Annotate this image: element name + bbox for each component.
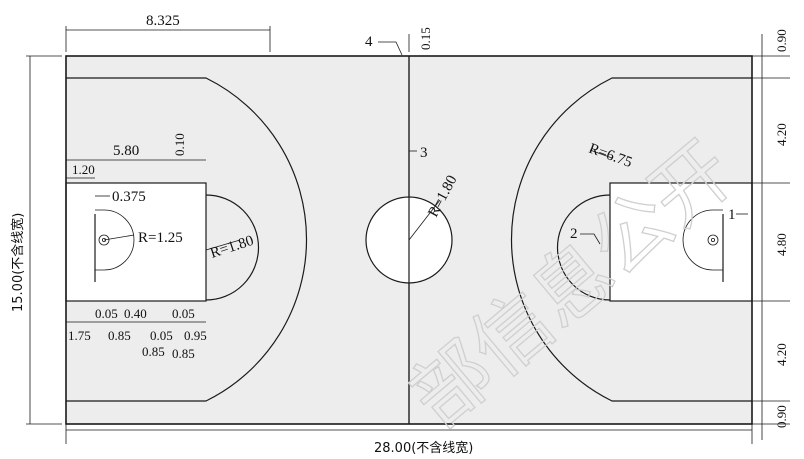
right-three-point-line bbox=[510, 77, 752, 402]
left-r125-leader bbox=[103, 234, 135, 241]
left-key bbox=[65, 182, 207, 302]
dim-right-420-bot: 4.20 bbox=[774, 343, 789, 366]
callout-4: 4 bbox=[365, 34, 373, 50]
dim-right-090-top: 0.90 bbox=[774, 29, 789, 52]
dim-b-005-b: 0.05 bbox=[172, 306, 195, 321]
dim-length-label: 28.00(不含线宽) bbox=[374, 440, 473, 456]
callout-1: 1 bbox=[728, 207, 736, 223]
right-hoop bbox=[707, 234, 719, 246]
left-three-point-line bbox=[66, 77, 308, 402]
dim-b-175: 1.75 bbox=[68, 328, 91, 343]
left-hoop bbox=[98, 234, 110, 246]
right-key bbox=[609, 182, 753, 302]
dim-b-005-c: 0.05 bbox=[150, 328, 173, 343]
left-r180-leader bbox=[205, 239, 241, 251]
callout-2: 2 bbox=[570, 226, 578, 242]
dim-right-480: 4.80 bbox=[774, 233, 789, 256]
dim-b-040: 0.40 bbox=[124, 306, 147, 321]
dim-b-085-b: 0.85 bbox=[142, 344, 165, 359]
dim-b-085-c: 0.85 bbox=[172, 346, 195, 361]
right-hoop-center bbox=[711, 237, 716, 242]
dim-120-label: 1.20 bbox=[72, 162, 95, 177]
dim-right-420-top: 4.20 bbox=[774, 123, 789, 146]
dim-010-label: 0.10 bbox=[172, 133, 187, 156]
callout-3: 3 bbox=[420, 145, 428, 161]
dim-015-label: 0.15 bbox=[418, 27, 433, 50]
dim-b-085-a: 0.85 bbox=[108, 328, 131, 343]
dim-b-005-a: 0.05 bbox=[95, 306, 118, 321]
dim-right-090-bot: 0.90 bbox=[774, 405, 789, 428]
right-restricted-area bbox=[682, 209, 723, 271]
right-r675-leader bbox=[589, 149, 613, 159]
dim-580-label: 5.80 bbox=[113, 143, 139, 159]
dim-0375-label: 0.375 bbox=[112, 189, 146, 205]
dim-height-label: 15.00(不含线宽) bbox=[10, 213, 26, 312]
callout-2-leader bbox=[580, 233, 601, 245]
dim-b-095: 0.95 bbox=[184, 328, 207, 343]
callout-4-leader bbox=[378, 41, 403, 56]
court-boundary bbox=[65, 55, 753, 425]
right-free-throw-circle bbox=[556, 194, 611, 301]
dim-8325-label: 8.325 bbox=[146, 13, 180, 29]
dim-r125-label: R=1.25 bbox=[138, 230, 183, 246]
left-restricted-area bbox=[95, 209, 135, 271]
left-free-throw-circle bbox=[205, 194, 260, 301]
center-r180-leader bbox=[408, 199, 441, 241]
